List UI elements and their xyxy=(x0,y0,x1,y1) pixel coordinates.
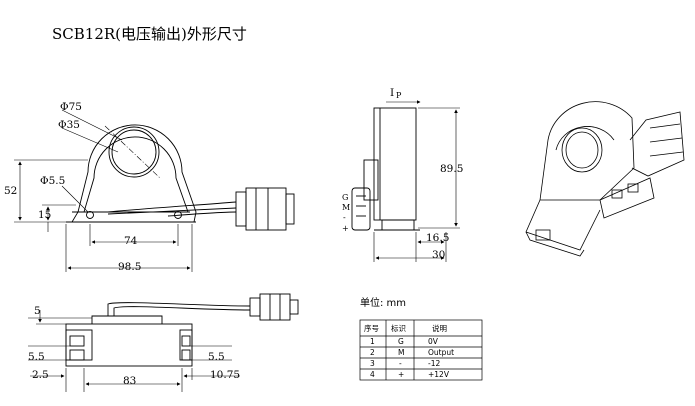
front-hole-diameter: Φ5.5 xyxy=(40,175,65,187)
front-view xyxy=(66,124,295,231)
current-direction-sub: P xyxy=(396,91,402,100)
pin-label-g: G xyxy=(342,193,348,202)
bottom-top-offset: 5 xyxy=(34,305,41,317)
pin-label-minus: - xyxy=(343,213,346,222)
table-cell: 2 xyxy=(370,348,375,357)
side-height: 89.5 xyxy=(440,163,463,175)
table-cell: + xyxy=(398,370,404,379)
current-direction-label: I xyxy=(390,87,394,99)
front-dimensions xyxy=(14,109,193,272)
side-width-inner: 16.5 xyxy=(426,232,449,244)
side-dimensions xyxy=(373,100,460,262)
front-outer-diameter: Φ75 xyxy=(60,101,82,113)
table-cell: 1 xyxy=(370,337,375,346)
table-header-mark: 标识 xyxy=(391,323,406,333)
pin-label-m: M xyxy=(342,203,350,212)
table-cell: M xyxy=(398,348,404,357)
table-header-desc: 说明 xyxy=(432,323,447,333)
pin-label-plus: + xyxy=(342,224,349,233)
table-cell: 4 xyxy=(370,370,375,379)
front-inner-diameter: Φ35 xyxy=(58,119,80,131)
table-header-index: 序号 xyxy=(364,323,379,333)
bottom-view xyxy=(65,293,299,367)
bottom-edge-right: 10.75 xyxy=(210,369,240,381)
bottom-span: 83 xyxy=(123,375,136,387)
unit-label: 单位: mm xyxy=(360,296,406,309)
bottom-slot-left: 5.5 xyxy=(28,351,45,363)
front-hole-offset: 15 xyxy=(38,209,51,221)
side-view xyxy=(351,107,420,231)
side-width-total: 30 xyxy=(432,249,445,261)
bottom-edge-left: 2.5 xyxy=(32,369,49,381)
iso-view xyxy=(525,101,685,257)
table-cell: 0V xyxy=(428,337,439,346)
table-cell: G xyxy=(398,337,404,346)
table-cell: 3 xyxy=(370,359,375,368)
table-cell: -12 xyxy=(428,359,440,368)
bottom-dimensions xyxy=(28,310,240,392)
front-height: 52 xyxy=(4,185,17,197)
pin-table: 序号 标识 说明 1 G 0V 2 M Output 3 - -12 4 + +… xyxy=(359,319,483,381)
table-cell: +12V xyxy=(428,370,450,379)
table-cell: Output xyxy=(428,348,454,357)
bottom-slot-right: 5.5 xyxy=(208,351,225,363)
drawing-title: SCB12R(电压输出)外形尺寸 xyxy=(52,25,247,43)
table-cell: - xyxy=(399,359,402,368)
front-overall-width: 98.5 xyxy=(118,261,141,273)
front-hole-spacing: 74 xyxy=(124,235,138,247)
